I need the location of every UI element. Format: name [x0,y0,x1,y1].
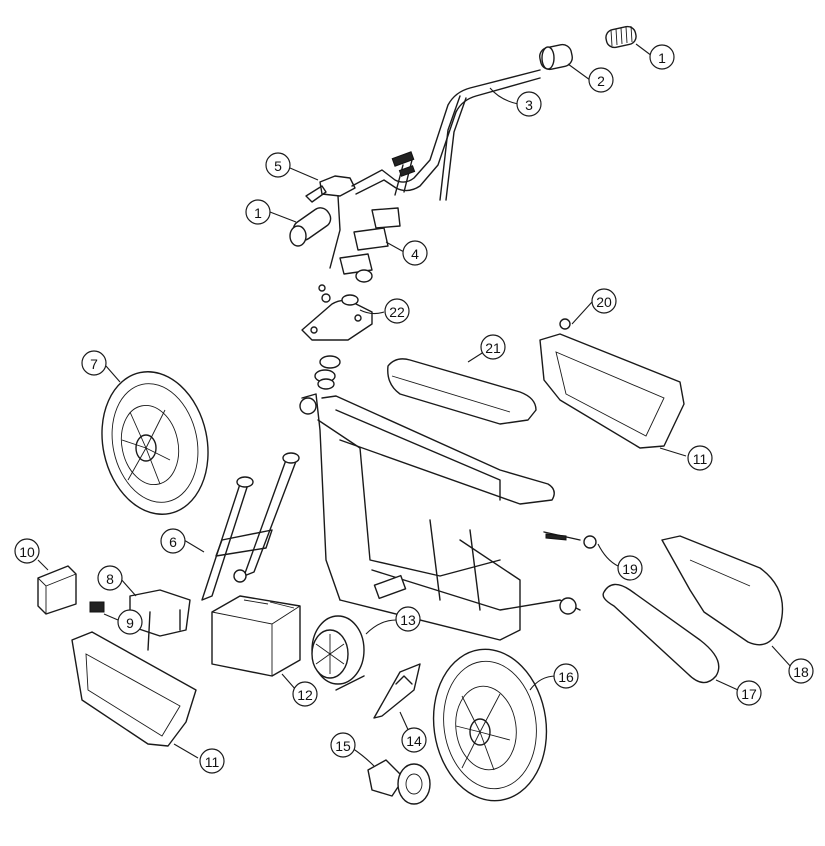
callout-8: 8 [97,565,123,591]
headset-bearings [314,355,341,390]
seat [387,358,537,425]
front-fork [201,452,300,601]
callout-1-grip-left: 1 [245,199,271,225]
controller [37,565,77,615]
callout-16: 16 [553,663,579,689]
side-cover-right [539,318,685,449]
svg-text:19: 19 [622,561,638,577]
callout-4: 4 [402,240,428,266]
svg-text:11: 11 [693,451,708,467]
kickstand [373,663,421,719]
batteries [211,595,301,677]
callout-11-right-cover: 11 [687,445,713,471]
svg-text:13: 13 [400,612,416,628]
callout-2: 2 [588,67,614,93]
handlebar-clamps [318,207,401,303]
callout-15: 15 [330,732,356,758]
handlebar-grip-right [605,25,637,49]
side-cover-left [71,631,197,747]
svg-text:17: 17 [741,686,757,702]
callout-1-grip-right: 1 [649,44,675,70]
callout-21: 21 [480,334,506,360]
svg-text:11: 11 [205,754,220,770]
svg-text:22: 22 [389,304,405,320]
callout-22: 22 [384,298,410,324]
chain [602,583,720,684]
throttle [539,43,573,71]
svg-text:10: 10 [19,544,35,560]
svg-text:3: 3 [525,97,533,113]
callout-19: 19 [617,555,643,581]
svg-text:4: 4 [411,246,419,262]
chain-guard [661,535,784,646]
rear-wheel [432,648,548,802]
callout-9: 9 [117,609,143,635]
callout-11-left-cover: 11 [199,748,225,774]
callout-17: 17 [736,680,762,706]
callout-14: 14 [401,727,427,753]
svg-text:1: 1 [254,205,262,221]
motor [311,615,365,691]
handlebar [351,69,541,201]
callout-12: 12 [292,681,318,707]
switch [89,601,105,613]
frame [299,393,581,641]
chain-tensioner [543,531,597,549]
svg-text:2: 2 [597,73,605,89]
callout-20: 20 [591,288,617,314]
svg-text:1: 1 [658,50,666,66]
callout-3: 3 [516,91,542,117]
svg-text:15: 15 [335,738,351,754]
svg-text:9: 9 [126,615,134,631]
svg-text:20: 20 [596,294,612,310]
callout-13: 13 [395,606,421,632]
svg-text:14: 14 [406,733,422,749]
svg-text:8: 8 [106,571,114,587]
front-wheel [101,371,209,515]
brake-assembly [367,759,431,805]
svg-text:5: 5 [274,158,282,174]
svg-text:21: 21 [485,340,501,356]
svg-text:6: 6 [169,534,177,550]
callout-6: 6 [160,528,186,554]
callout-5: 5 [265,152,291,178]
svg-text:18: 18 [793,664,809,680]
callout-7: 7 [81,350,107,376]
svg-text:16: 16 [558,669,574,685]
callout-18: 18 [788,658,814,684]
svg-text:12: 12 [297,687,313,703]
svg-text:7: 7 [90,356,98,372]
triple-clamp [301,294,373,341]
handlebar-grip-left [289,207,332,247]
leader-lines [37,43,793,767]
brake-lever [305,175,356,269]
callout-10: 10 [14,538,40,564]
